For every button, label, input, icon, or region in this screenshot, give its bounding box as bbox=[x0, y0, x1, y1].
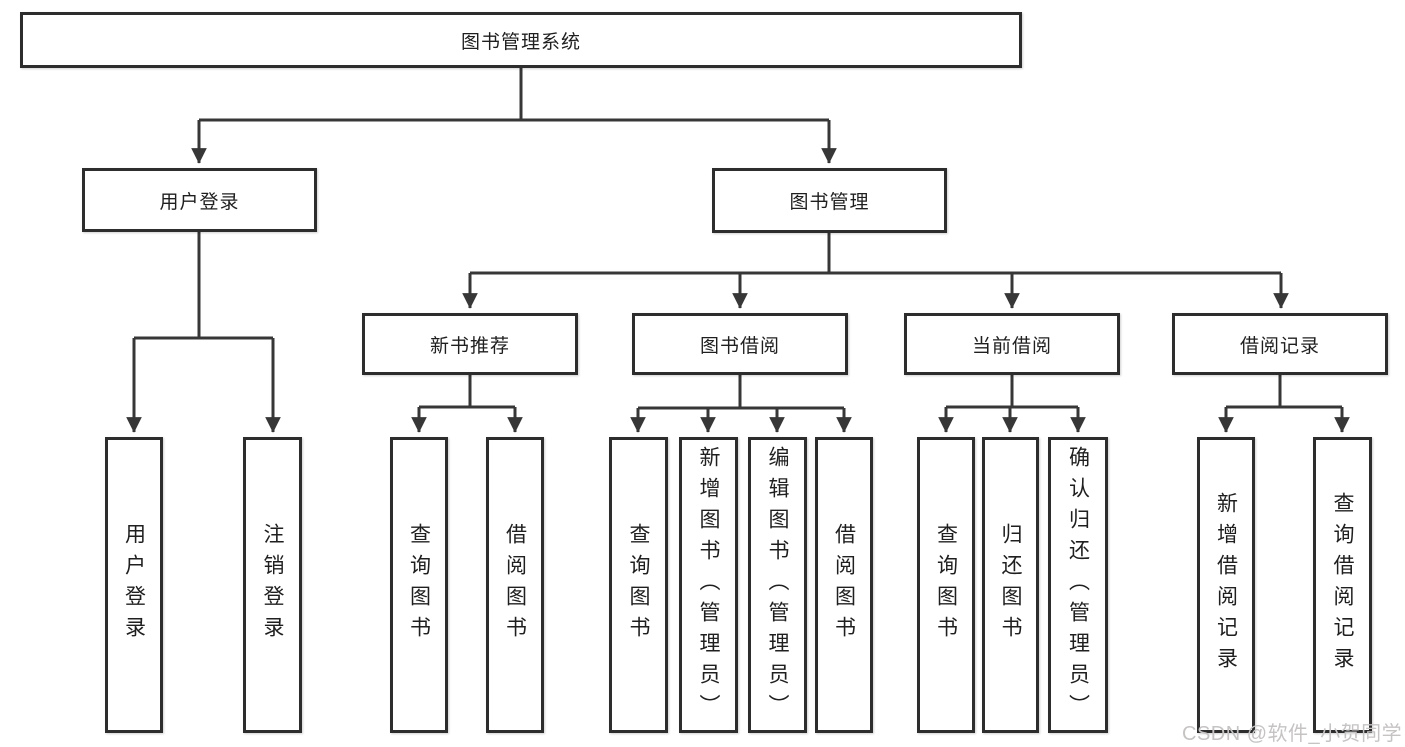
connector-borrowing-records-group bbox=[1218, 375, 1350, 433]
connector-book-borrowing-group bbox=[630, 375, 852, 433]
node-current-borrowing: 当前借阅 bbox=[904, 313, 1120, 375]
leaf-current-query-books-label: 查询图书 bbox=[934, 523, 958, 647]
node-new-book-recommend: 新书推荐 bbox=[362, 313, 578, 375]
leaf-current-return-books-label: 归还图书 bbox=[999, 523, 1022, 647]
leaf-borrowing-edit-books-admin: 编辑图书（管理员） bbox=[748, 437, 807, 733]
node-borrowing-records: 借阅记录 bbox=[1172, 313, 1388, 375]
leaf-recommend-query-books-label: 查询图书 bbox=[407, 523, 431, 647]
leaf-logout: 注销登录 bbox=[243, 437, 302, 733]
leaf-records-query-borrow-record-label: 查询借阅记录 bbox=[1331, 492, 1354, 678]
node-user-login-label: 用户登录 bbox=[159, 191, 240, 213]
node-book-borrowing: 图书借阅 bbox=[632, 313, 848, 375]
leaf-current-return-books: 归还图书 bbox=[982, 437, 1039, 733]
leaf-current-confirm-return-admin-label: 确认归还（管理员） bbox=[1066, 445, 1090, 725]
node-new-book-recommend-label: 新书推荐 bbox=[429, 335, 510, 357]
connector-new-book-recommend-group bbox=[411, 375, 523, 433]
node-book-management-label: 图书管理 bbox=[789, 192, 870, 213]
connector-user-login-branch bbox=[126, 232, 281, 433]
leaf-logout-label: 注销登录 bbox=[261, 523, 284, 647]
connector-book-management-branch bbox=[462, 233, 1289, 309]
leaf-user-login: 用户登录 bbox=[105, 437, 163, 733]
node-library-system-label: 图书管理系统 bbox=[460, 31, 581, 53]
leaf-current-confirm-return-admin: 确认归还（管理员） bbox=[1048, 437, 1108, 733]
node-library-system: 图书管理系统 bbox=[20, 12, 1022, 68]
connector-root-to-level2 bbox=[191, 68, 837, 164]
leaf-borrowing-query-books: 查询图书 bbox=[609, 437, 668, 733]
leaf-borrowing-add-books-admin-label: 新增图书（管理员） bbox=[697, 445, 720, 725]
leaf-records-query-borrow-record: 查询借阅记录 bbox=[1313, 437, 1372, 733]
leaf-recommend-query-books: 查询图书 bbox=[390, 437, 448, 733]
node-book-borrowing-label: 图书借阅 bbox=[699, 335, 780, 357]
leaf-recommend-borrow-books-label: 借阅图书 bbox=[503, 523, 527, 647]
leaf-current-query-books: 查询图书 bbox=[917, 437, 975, 733]
leaf-records-add-borrow-record: 新增借阅记录 bbox=[1197, 437, 1255, 733]
leaf-user-login-label: 用户登录 bbox=[122, 523, 146, 647]
leaf-borrowing-query-books-label: 查询图书 bbox=[627, 523, 650, 647]
leaf-borrowing-add-books-admin: 新增图书（管理员） bbox=[679, 437, 738, 733]
connector-current-borrowing-group bbox=[938, 375, 1086, 433]
leaf-borrowing-borrow-books-label: 借阅图书 bbox=[832, 523, 856, 647]
leaf-borrowing-edit-books-admin-label: 编辑图书（管理员） bbox=[766, 445, 789, 725]
node-current-borrowing-label: 当前借阅 bbox=[971, 335, 1052, 357]
node-borrowing-records-label: 借阅记录 bbox=[1239, 335, 1320, 357]
csdn-watermark: CSDN @软件_小贺同学 bbox=[1182, 723, 1403, 745]
leaf-recommend-borrow-books: 借阅图书 bbox=[486, 437, 544, 733]
node-book-management: 图书管理 bbox=[712, 168, 947, 233]
node-user-login: 用户登录 bbox=[82, 168, 317, 232]
leaf-records-add-borrow-record-label: 新增借阅记录 bbox=[1214, 492, 1238, 678]
leaf-borrowing-borrow-books: 借阅图书 bbox=[815, 437, 873, 733]
